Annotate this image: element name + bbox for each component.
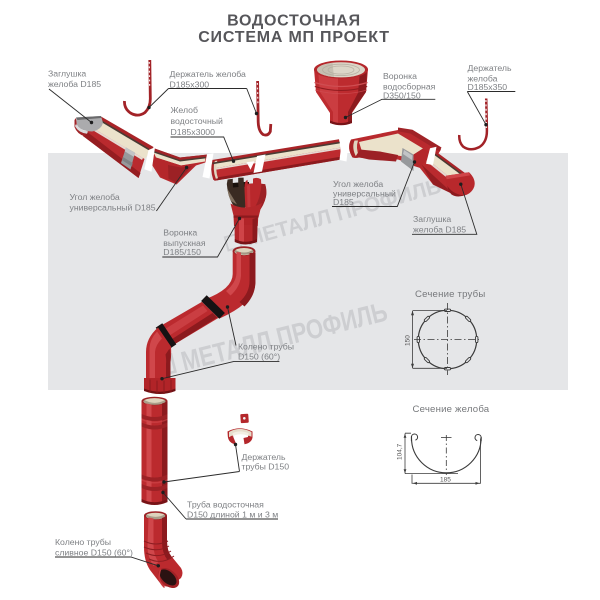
svg-text:водосборная: водосборная: [383, 82, 436, 92]
svg-text:150: 150: [405, 335, 412, 346]
svg-text:желоба: желоба: [468, 74, 498, 84]
svg-text:Воронка: Воронка: [383, 71, 417, 81]
svg-text:универсальный D185: универсальный D185: [70, 203, 156, 213]
svg-text:D150 длиной 1 м и 3 м: D150 длиной 1 м и 3 м: [187, 510, 278, 520]
svg-text:универсальный: универсальный: [333, 189, 396, 199]
svg-text:Желоб: Желоб: [171, 105, 198, 115]
svg-text:выпускная: выпускная: [163, 238, 206, 248]
svg-text:ВОДОСТОЧНАЯ: ВОДОСТОЧНАЯ: [227, 12, 361, 29]
svg-text:желоба D185: желоба D185: [413, 225, 466, 235]
svg-text:Держатель желоба: Держатель желоба: [170, 69, 247, 79]
svg-text:Держатель: Держатель: [468, 63, 512, 73]
svg-text:Колено трубы: Колено трубы: [55, 537, 111, 547]
svg-text:D185/150: D185/150: [163, 247, 201, 257]
svg-text:D350/150: D350/150: [383, 91, 421, 101]
svg-text:трубы D150: трубы D150: [242, 462, 290, 472]
svg-text:Заглушка: Заглушка: [48, 69, 86, 79]
svg-text:Сечение желоба: Сечение желоба: [413, 404, 490, 415]
svg-text:D185x350: D185x350: [468, 82, 508, 92]
svg-text:D185: D185: [333, 197, 354, 207]
svg-text:104,7: 104,7: [397, 443, 404, 460]
svg-text:Угол желоба: Угол желоба: [70, 192, 120, 202]
svg-text:Угол желоба: Угол желоба: [333, 179, 383, 189]
svg-text:желоба D185: желоба D185: [48, 79, 101, 89]
svg-text:сливное D150 (60°): сливное D150 (60°): [55, 548, 133, 558]
svg-text:Держатель: Держатель: [242, 452, 286, 462]
svg-text:Воронка: Воронка: [163, 228, 197, 238]
svg-text:Труба водосточная: Труба водосточная: [187, 500, 264, 510]
svg-text:водосточный: водосточный: [171, 116, 223, 126]
svg-text:Колено трубы: Колено трубы: [238, 342, 294, 352]
svg-text:СИСТЕМА МП ПРОЕКТ: СИСТЕМА МП ПРОЕКТ: [198, 29, 390, 46]
svg-text:D150 (60°): D150 (60°): [238, 352, 280, 362]
svg-text:185: 185: [440, 477, 451, 484]
svg-text:D185x300: D185x300: [170, 80, 210, 90]
svg-text:Сечение трубы: Сечение трубы: [415, 289, 485, 300]
svg-text:Заглушка: Заглушка: [413, 214, 451, 224]
svg-text:D185x3000: D185x3000: [171, 127, 216, 137]
